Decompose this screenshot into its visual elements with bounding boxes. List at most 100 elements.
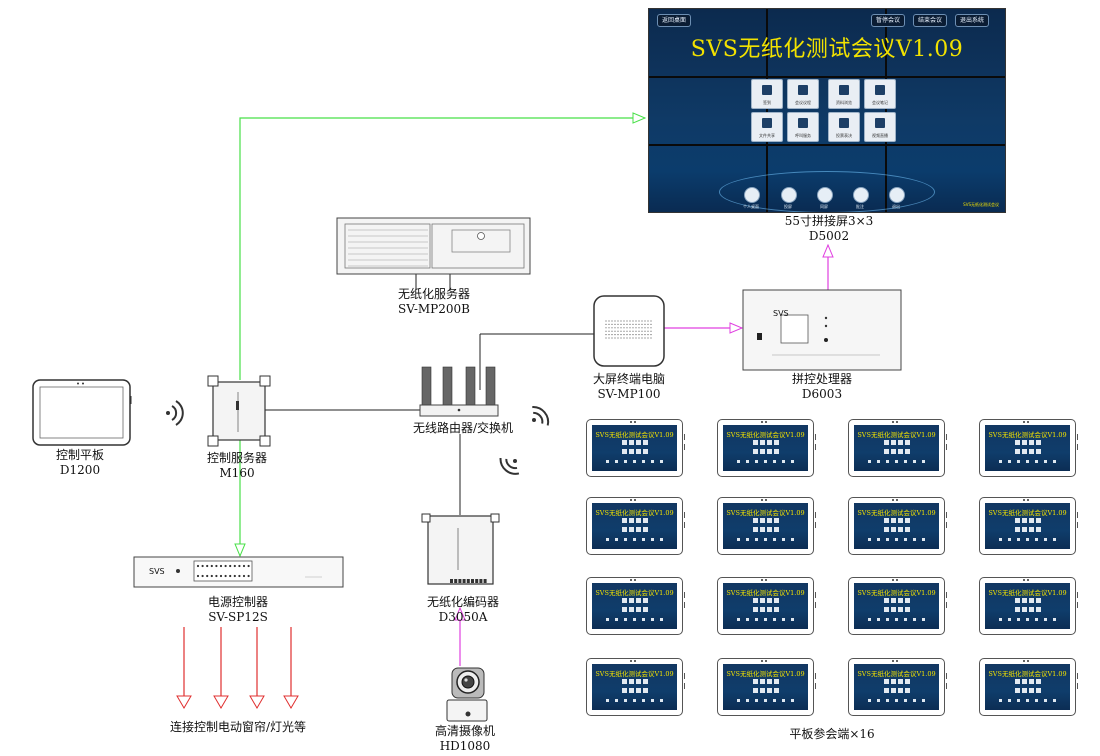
wall-dock-icon bbox=[853, 187, 869, 203]
tablet-screen-title: SVS无纸化测试会议V1.09 bbox=[726, 670, 805, 678]
wall-app-tile: 签到 bbox=[751, 79, 783, 109]
wall-app-tile: 视频直播 bbox=[864, 112, 896, 142]
tablet-screen: SVS无纸化测试会议V1.09 bbox=[723, 425, 808, 471]
tablet-screen: SVS无纸化测试会议V1.09 bbox=[854, 583, 939, 629]
wall-app-tile: 呼叫服务 bbox=[787, 112, 819, 142]
tablet-screen: SVS无纸化测试会议V1.09 bbox=[592, 583, 677, 629]
participant-tablet: SVS无纸化测试会议V1.09 bbox=[586, 577, 685, 635]
wall-model: D5002 bbox=[808, 229, 850, 243]
splice-processor-device bbox=[742, 289, 902, 371]
participant-tablet: SVS无纸化测试会议V1.09 bbox=[717, 419, 816, 477]
splicer-label: 拼控处理器 bbox=[791, 372, 853, 386]
tablet-screen-title: SVS无纸化测试会议V1.09 bbox=[726, 431, 805, 439]
wall-dock-icon bbox=[889, 187, 905, 203]
large-screen-pc-device bbox=[593, 295, 665, 367]
tablet-screen-title: SVS无纸化测试会议V1.09 bbox=[988, 431, 1067, 439]
encoder-label: 无纸化编码器 bbox=[426, 595, 500, 609]
control-tablet-device bbox=[32, 379, 132, 446]
router-label: 无线路由器/交换机 bbox=[412, 421, 514, 435]
tablet-screen-title: SVS无纸化测试会议V1.09 bbox=[595, 670, 674, 678]
wireless-router-device bbox=[419, 366, 499, 417]
wall-decor-ring bbox=[719, 171, 935, 212]
participant-tablet: SVS无纸化测试会议V1.09 bbox=[586, 419, 685, 477]
tablet-screen-title: SVS无纸化测试会议V1.09 bbox=[988, 670, 1067, 678]
splicer-model: D6003 bbox=[801, 387, 843, 401]
wall-pause-meeting-button: 暂停会议 bbox=[871, 14, 906, 27]
participant-tablet: SVS无纸化测试会议V1.09 bbox=[848, 419, 947, 477]
participant-tablet: SVS无纸化测试会议V1.09 bbox=[979, 497, 1078, 555]
wall-app-tile: 文件共享 bbox=[751, 112, 783, 142]
camera-label: 高清摄像机 bbox=[434, 724, 496, 738]
tablet-screen: SVS无纸化测试会议V1.09 bbox=[854, 503, 939, 549]
tablet-label: 控制平板 bbox=[55, 448, 105, 462]
wall-dock-label: 个人桌面 bbox=[743, 204, 759, 209]
wall-dock-label: 投屏 bbox=[784, 204, 792, 209]
tablet-screen-title: SVS无纸化测试会议V1.09 bbox=[857, 589, 936, 597]
tablet-screen: SVS无纸化测试会议V1.09 bbox=[985, 664, 1070, 710]
tablet-screen: SVS无纸化测试会议V1.09 bbox=[723, 583, 808, 629]
tablet-screen-title: SVS无纸化测试会议V1.09 bbox=[595, 509, 674, 517]
participant-tablet: SVS无纸化测试会议V1.09 bbox=[717, 577, 816, 635]
participant-tablet: SVS无纸化测试会议V1.09 bbox=[848, 497, 947, 555]
tablet-screen-title: SVS无纸化测试会议V1.09 bbox=[595, 589, 674, 597]
tablet-screen-title: SVS无纸化测试会议V1.09 bbox=[726, 589, 805, 597]
power-brand: SVS bbox=[149, 567, 165, 576]
video-wall-screen: 返回桌面 暂停会议 结束会议 退出系统 SVS无纸化测试会议V1.09 签到 会… bbox=[648, 8, 1006, 213]
control-server-device bbox=[207, 375, 271, 447]
wall-app-tile: 资料浏览 bbox=[828, 79, 860, 109]
wall-app-tile: 会议笔记 bbox=[864, 79, 896, 109]
camera-model: HD1080 bbox=[439, 739, 491, 753]
tablet-screen-title: SVS无纸化测试会议V1.09 bbox=[595, 431, 674, 439]
large-pc-model: SV-MP100 bbox=[597, 387, 661, 401]
participant-tablet: SVS无纸化测试会议V1.09 bbox=[979, 658, 1078, 716]
wifi-signal-upper-icon bbox=[532, 406, 550, 426]
tablet-screen-title: SVS无纸化测试会议V1.09 bbox=[857, 670, 936, 678]
wall-back-desktop-button: 返回桌面 bbox=[657, 14, 692, 27]
large-pc-label: 大屏终端电脑 bbox=[592, 372, 666, 386]
participant-tablet: SVS无纸化测试会议V1.09 bbox=[717, 658, 816, 716]
wall-app-tile: 会议议程 bbox=[787, 79, 819, 109]
participant-tablet: SVS无纸化测试会议V1.09 bbox=[586, 658, 685, 716]
wifi-signal-left-icon bbox=[166, 400, 184, 426]
participant-tablet: SVS无纸化测试会议V1.09 bbox=[717, 497, 816, 555]
tablet-screen: SVS无纸化测试会议V1.09 bbox=[854, 664, 939, 710]
wall-label: 55寸拼接屏3×3 bbox=[784, 214, 874, 228]
tablet-screen-title: SVS无纸化测试会议V1.09 bbox=[857, 509, 936, 517]
server-model: SV-MP200B bbox=[398, 302, 470, 316]
wall-dock-label: 批注 bbox=[856, 204, 864, 209]
power-model: SV-SP12S bbox=[208, 610, 268, 624]
participant-tablet: SVS无纸化测试会议V1.09 bbox=[848, 577, 947, 635]
wifi-signal-lower-icon bbox=[499, 457, 520, 475]
tablet-model: D1200 bbox=[59, 463, 101, 477]
splicer-brand: SVS bbox=[773, 309, 789, 318]
tablet-screen: SVS无纸化测试会议V1.09 bbox=[723, 664, 808, 710]
tablets-group-label: 平板参会端×16 bbox=[789, 727, 875, 741]
wall-app-tile: 投票表决 bbox=[828, 112, 860, 142]
hd-camera-device bbox=[446, 667, 488, 722]
tablet-screen: SVS无纸化测试会议V1.09 bbox=[723, 503, 808, 549]
tablet-screen: SVS无纸化测试会议V1.09 bbox=[592, 664, 677, 710]
wall-dock-icon bbox=[744, 187, 760, 203]
server-label: 无纸化服务器 bbox=[397, 287, 471, 301]
wall-exit-system-button: 退出系统 bbox=[955, 14, 990, 27]
tablet-screen-title: SVS无纸化测试会议V1.09 bbox=[726, 509, 805, 517]
paperless-server-device bbox=[336, 217, 531, 275]
control-server-label: 控制服务器 bbox=[206, 451, 268, 465]
green-link-to-wall bbox=[239, 118, 645, 380]
power-controller-device bbox=[133, 556, 344, 588]
wall-end-meeting-button: 结束会议 bbox=[913, 14, 948, 27]
wall-footer-text: SVS无纸化测试会议 bbox=[963, 202, 999, 207]
wall-dock-label: 退出 bbox=[892, 204, 900, 209]
participant-tablet: SVS无纸化测试会议V1.09 bbox=[586, 497, 685, 555]
power-label: 电源控制器 bbox=[207, 595, 269, 609]
participant-tablet: SVS无纸化测试会议V1.09 bbox=[848, 658, 947, 716]
tablet-screen: SVS无纸化测试会议V1.09 bbox=[985, 425, 1070, 471]
participant-tablet: SVS无纸化测试会议V1.09 bbox=[979, 419, 1078, 477]
tablet-screen: SVS无纸化测试会议V1.09 bbox=[592, 503, 677, 549]
tablet-screen-title: SVS无纸化测试会议V1.09 bbox=[857, 431, 936, 439]
outputs-label: 连接控制电动窗帘/灯光等 bbox=[169, 720, 307, 734]
wall-dock-icon bbox=[781, 187, 797, 203]
wall-meeting-title: SVS无纸化测试会议V1.09 bbox=[690, 37, 964, 62]
encoder-model: D3050A bbox=[438, 610, 488, 624]
